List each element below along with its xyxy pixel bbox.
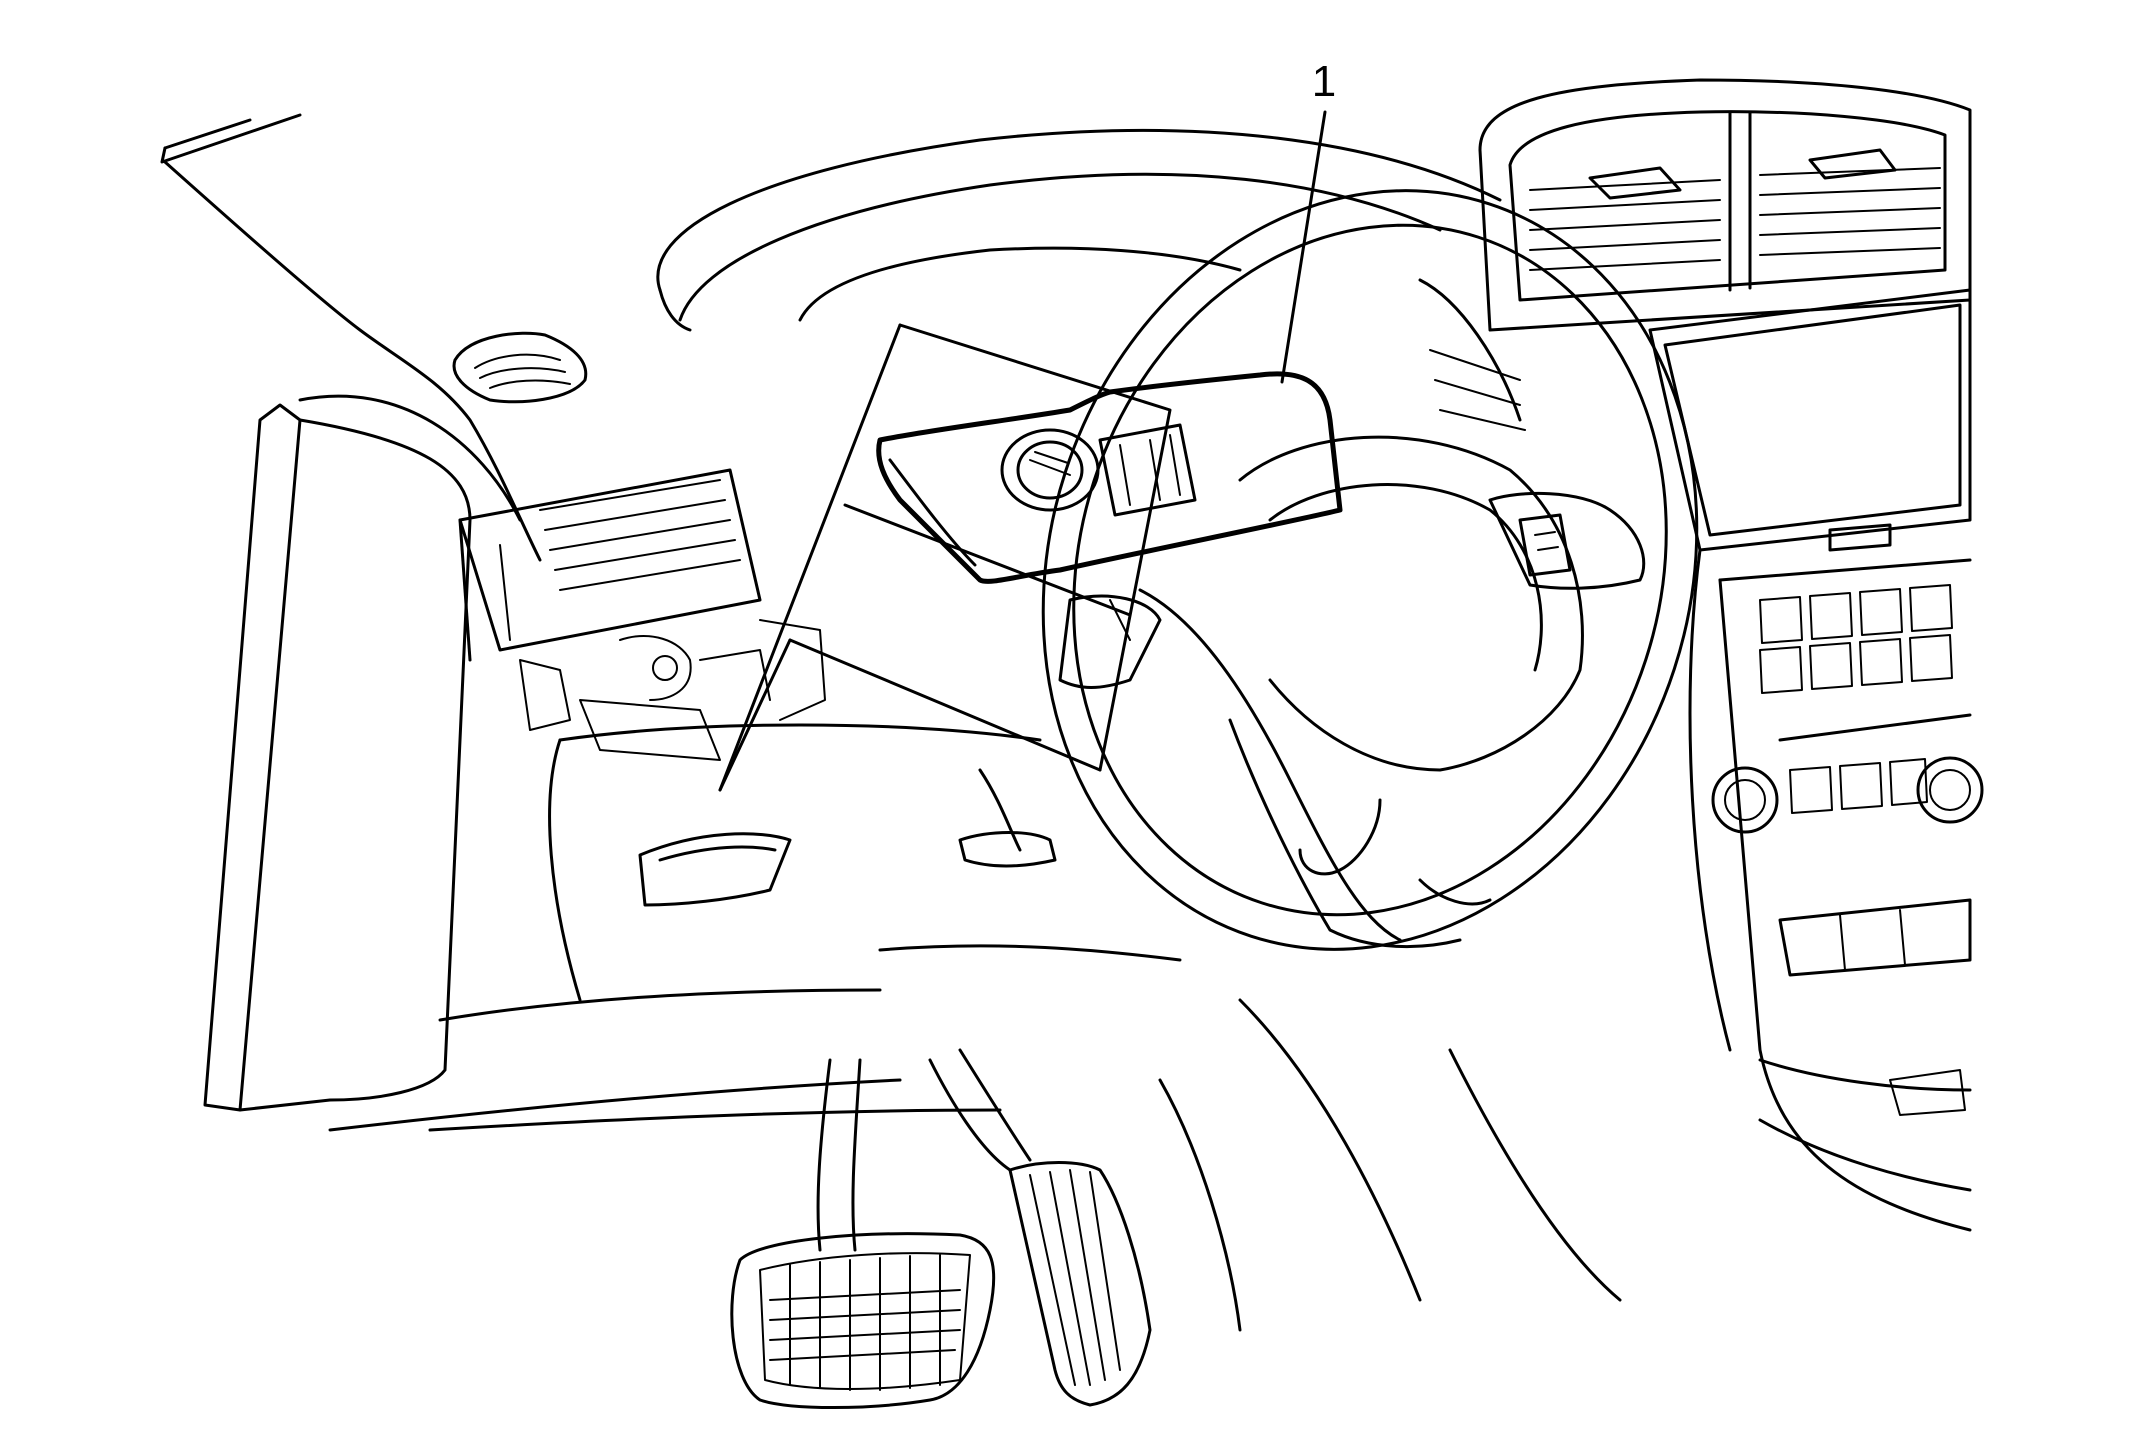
left-dash-vent: [458, 468, 762, 662]
steering-column: [878, 594, 1182, 962]
callout-1-label: 1: [1312, 57, 1336, 106]
center-vents: [1478, 78, 1972, 332]
left-end-cap: [203, 403, 472, 1112]
headlamp-switch: [876, 371, 1343, 584]
instrument-panel-top: [160, 113, 1502, 562]
center-stack: [1648, 288, 1984, 1232]
steering-wheel-controls: [1488, 491, 1646, 590]
steering-wheel: [1041, 189, 1699, 951]
instrument-cluster-hood: [798, 246, 1526, 431]
left-side-vent: [452, 331, 588, 404]
under-dash-mechanism: [519, 619, 826, 761]
brake-pedal: [730, 1058, 996, 1409]
lower-left-panel: [328, 723, 1042, 1132]
floor-lines: [1158, 998, 1422, 1332]
callout-1: 1: [1280, 57, 1336, 384]
accelerator-pedal: [928, 1048, 1152, 1407]
center-console: [1448, 1048, 1972, 1302]
